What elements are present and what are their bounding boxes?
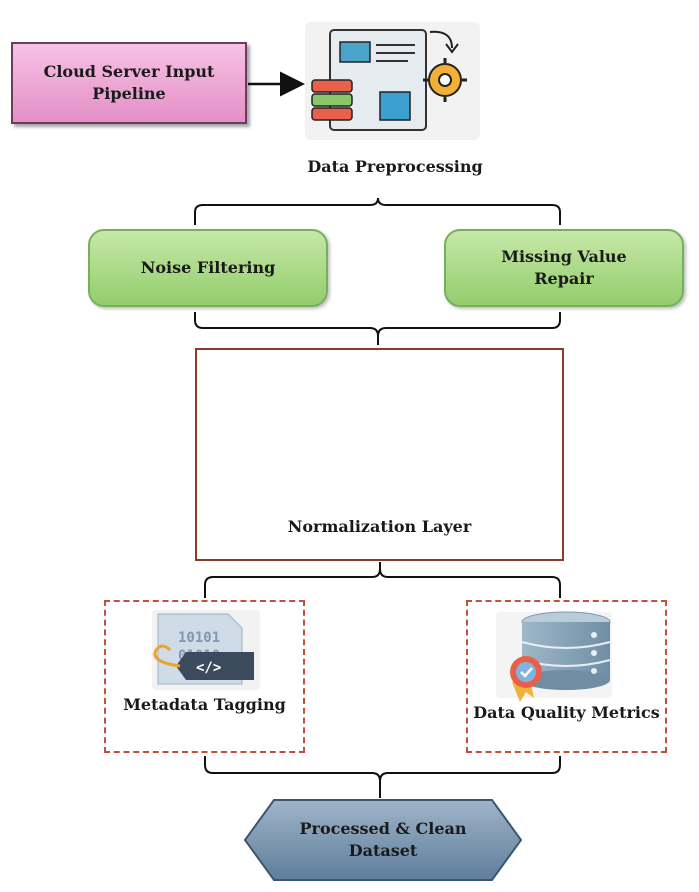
data-quality-metrics-label: Data Quality Metrics <box>473 703 660 722</box>
noise-filtering-label: Noise Filtering <box>140 258 276 277</box>
split-brace-1 <box>194 197 561 225</box>
database-badge-icon <box>496 611 612 702</box>
merge-brace-2 <box>204 756 561 798</box>
metadata-tagging-label: Metadata Tagging <box>123 695 286 714</box>
code-tag-text: </> <box>196 660 221 676</box>
data-quality-metrics-node: Data Quality Metrics <box>466 600 667 753</box>
binary-code-tag-icon: 10101 01010 </> <box>152 610 260 690</box>
output-hexagon <box>243 799 523 881</box>
data-preprocessing-label: Data Preprocessing <box>307 157 483 176</box>
noise-filtering-node: Noise Filtering <box>88 229 328 307</box>
cloud-server-input-node: Cloud Server Input Pipeline <box>11 42 247 124</box>
missing-value-repair-node: Missing Value Repair <box>444 229 684 307</box>
binary-line-1: 10101 <box>178 630 220 646</box>
split-brace-2 <box>204 562 561 598</box>
cloud-server-input-label: Cloud Server Input Pipeline <box>43 62 215 103</box>
processed-dataset-label: Processed & Clean Dataset <box>299 819 467 860</box>
processed-dataset-node: Processed & Clean Dataset <box>245 800 521 880</box>
document-gear-icon <box>305 22 480 140</box>
normalization-layer-label: Normalization Layer <box>287 517 472 536</box>
missing-value-repair-label: Missing Value Repair <box>501 247 627 288</box>
merge-brace-1 <box>194 312 561 345</box>
normalization-layer-node <box>195 348 564 561</box>
metadata-tagging-node: 10101 01010 </> Metadata Tagging <box>104 600 305 753</box>
